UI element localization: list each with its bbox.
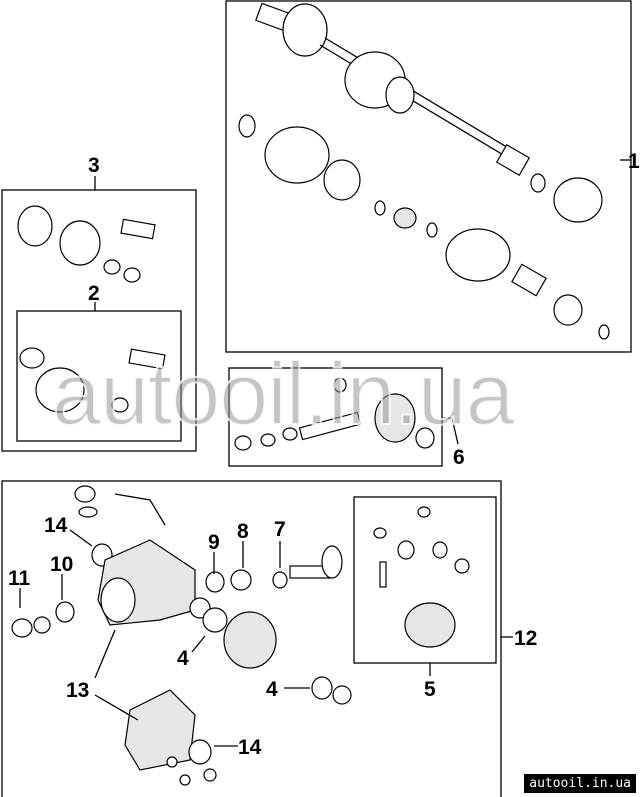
callout-2: 2 bbox=[88, 282, 100, 305]
group-box-6 bbox=[228, 367, 443, 467]
differential-case-5 bbox=[373, 506, 470, 648]
drive-shaft-assembly bbox=[238, 2, 610, 340]
callout-14-top: 14 bbox=[44, 514, 68, 537]
differential-assembly-12 bbox=[11, 485, 352, 786]
callout-6: 6 bbox=[453, 446, 465, 469]
leader-lines bbox=[19, 159, 631, 747]
callout-14-bottom: 14 bbox=[238, 736, 262, 759]
group-box-1 bbox=[225, 0, 632, 353]
callout-9: 9 bbox=[208, 531, 220, 554]
boot-kit-3 bbox=[17, 205, 156, 283]
callout-5: 5 bbox=[424, 678, 436, 701]
boot-kit-2 bbox=[19, 347, 166, 413]
footer-site-label: autooil.in.ua bbox=[524, 774, 636, 793]
callout-7: 7 bbox=[274, 518, 286, 541]
callout-11: 11 bbox=[8, 567, 31, 590]
pinion-gear-set-6 bbox=[234, 377, 435, 451]
group-box-12 bbox=[1, 480, 502, 797]
callout-10: 10 bbox=[50, 553, 73, 576]
group-box-2 bbox=[16, 310, 182, 442]
callout-4-lower: 4 bbox=[266, 678, 278, 701]
watermark: autooil.in.ua bbox=[51, 344, 516, 443]
callout-8: 8 bbox=[237, 520, 249, 543]
callout-12: 12 bbox=[514, 627, 537, 650]
callout-4-upper: 4 bbox=[177, 647, 189, 670]
callout-13: 13 bbox=[66, 679, 89, 702]
group-box-3 bbox=[1, 189, 197, 452]
callout-1: 1 bbox=[628, 150, 640, 173]
callout-3: 3 bbox=[88, 154, 100, 177]
group-box-5 bbox=[353, 496, 497, 664]
